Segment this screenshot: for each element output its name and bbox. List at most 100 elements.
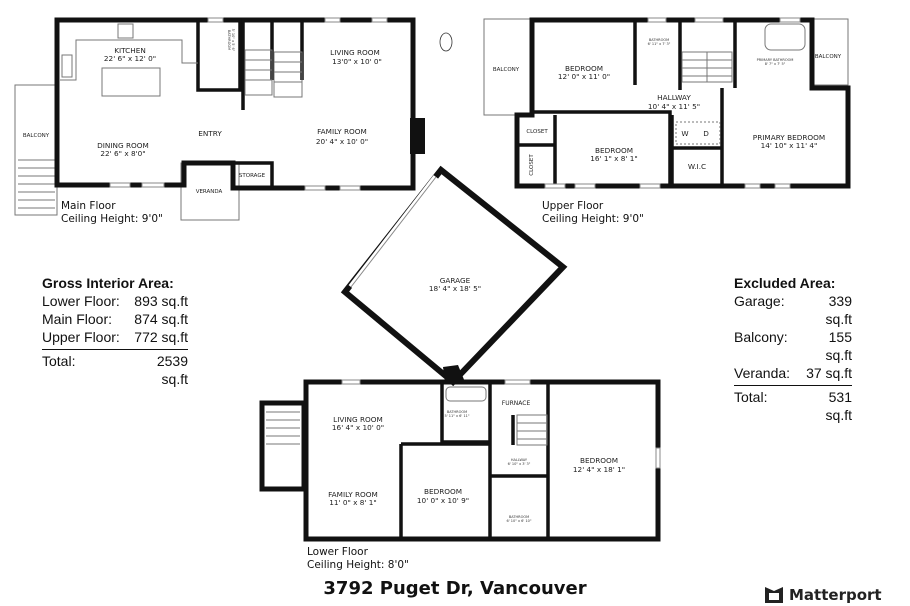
area-row: Main Floor: 874 sq.ft bbox=[42, 310, 188, 328]
lower-floor-plan: LIVING ROOM 16' 4" x 10' 0" FAMILY ROOM … bbox=[259, 379, 661, 571]
room-dims: 10' 0" x 10' 9" bbox=[417, 496, 469, 505]
matterport-logo: Matterport bbox=[765, 586, 882, 604]
room-dims: 20' 4" x 10' 0" bbox=[316, 137, 368, 146]
area-value: 772 sq.ft bbox=[134, 329, 188, 345]
room-label: VERANDA bbox=[196, 189, 223, 195]
room-dims: 22' 6" x 8'0" bbox=[100, 149, 145, 158]
area-value: 2539 sq.ft bbox=[156, 353, 188, 387]
garage-plan: GARAGE 18' 4" x 18' 5" bbox=[340, 165, 568, 387]
upper-floor-plan: BEDROOM 12' 0" x 11' 0" BATHROOM 6' 11" … bbox=[483, 17, 851, 225]
room-label: FAMILY ROOM bbox=[317, 127, 367, 136]
room-label: LIVING ROOM bbox=[330, 48, 380, 57]
room-dims: 16' 4" x 10' 0" bbox=[332, 423, 384, 432]
area-value: 37 sq.ft bbox=[806, 365, 852, 381]
room-dims: 6' 11" x 7' 3" bbox=[648, 42, 671, 46]
area-label: Total: bbox=[734, 389, 768, 405]
area-row: Lower Floor: 893 sq.ft bbox=[42, 292, 188, 310]
ceiling-height: Ceiling Height: 8'0" bbox=[307, 559, 409, 571]
area-row: Balcony: 155 sq.ft bbox=[734, 328, 852, 364]
kitchen-counter bbox=[60, 39, 198, 81]
ceiling-height: Ceiling Height: 9'0" bbox=[542, 213, 644, 225]
divider bbox=[734, 385, 852, 386]
matterport-logo-icon bbox=[765, 587, 783, 603]
floor-label: Lower Floor bbox=[307, 546, 369, 558]
area-label: Total: bbox=[42, 353, 76, 369]
area-label: Veranda: bbox=[734, 365, 791, 381]
room-label: BALCONY bbox=[815, 54, 842, 60]
room-dims: 10' 4" x 11' 5" bbox=[648, 102, 700, 111]
divider bbox=[42, 349, 188, 350]
area-total: Total: 531 sq.ft bbox=[734, 388, 852, 424]
gross-interior-area: Gross Interior Area: Lower Floor: 893 sq.… bbox=[42, 274, 188, 388]
room-label: BEDROOM bbox=[565, 64, 603, 73]
room-label: FURNACE bbox=[502, 400, 531, 407]
room-dims: 6' 10" x 6' 10" bbox=[506, 519, 531, 523]
room-label: ENTRY bbox=[198, 129, 222, 138]
room-label: HALLWAY bbox=[511, 458, 528, 462]
room-dims: 8' 7" x 7' 5" bbox=[765, 62, 786, 66]
room-label: BATHROOM bbox=[509, 515, 529, 519]
area-label: Balcony: bbox=[734, 329, 788, 345]
room-label: GARAGE bbox=[440, 276, 471, 285]
room-label: CLOSET bbox=[526, 129, 548, 135]
room-label: BATHROOM bbox=[227, 30, 231, 50]
area-row: Upper Floor:772 sq.ft bbox=[42, 328, 188, 346]
room-label: PRIMARY BATHROOM bbox=[757, 58, 794, 62]
lower-stairs bbox=[516, 414, 548, 446]
logo-text: Matterport bbox=[789, 586, 882, 604]
room-label: BEDROOM bbox=[424, 487, 462, 496]
area-value: 874 sq.ft bbox=[134, 311, 188, 327]
room-dims: 6' 10" x 3' 3" bbox=[508, 462, 531, 466]
room-dims: 22' 6" x 12' 0" bbox=[104, 54, 156, 63]
room-dims: 18' 4" x 18' 5" bbox=[429, 284, 481, 293]
kitchen-island bbox=[101, 67, 161, 97]
area-label: Garage: bbox=[734, 293, 785, 309]
room-dims: 12' 0" x 11' 0" bbox=[558, 72, 610, 81]
room-dims: 13'0" x 10' 0" bbox=[332, 57, 382, 66]
room-dims: 5' 11" x 6' 11" bbox=[444, 414, 469, 418]
room-label: CLOSET bbox=[529, 154, 535, 176]
room-label: LIVING ROOM bbox=[333, 415, 383, 424]
room-label: PRIMARY BEDROOM bbox=[753, 133, 825, 142]
washer-label: W bbox=[681, 129, 688, 138]
room-dims: 5' 10" x 5' 6" bbox=[231, 29, 235, 52]
main-stairs bbox=[244, 49, 303, 98]
room-label: BEDROOM bbox=[595, 146, 633, 155]
area-title: Gross Interior Area: bbox=[42, 275, 174, 291]
area-value: 155 sq.ft bbox=[825, 329, 852, 363]
excluded-area: Excluded Area: Garage: 339 sq.ft Balcony:… bbox=[734, 274, 852, 424]
room-label: BALCONY bbox=[23, 133, 50, 139]
area-total: Total: 2539 sq.ft bbox=[42, 352, 188, 388]
room-label: FAMILY ROOM bbox=[328, 490, 378, 499]
room-label: BEDROOM bbox=[580, 456, 618, 465]
room-label: BATHROOM bbox=[447, 410, 467, 414]
area-value: 531 sq.ft bbox=[825, 389, 852, 423]
property-address: 3792 Puget Dr, Vancouver bbox=[323, 578, 587, 599]
storage-walls bbox=[231, 161, 274, 190]
room-dims: 11' 0" x 8' 1" bbox=[329, 498, 377, 507]
room-label: W.I.C bbox=[688, 162, 706, 171]
area-label: Lower Floor: bbox=[42, 293, 120, 309]
floor-label: Main Floor bbox=[61, 200, 116, 212]
room-dims: 12' 4" x 18' 1" bbox=[573, 465, 625, 474]
room-label: BATHROOM bbox=[649, 38, 669, 42]
ceiling-height: Ceiling Height: 9'0" bbox=[61, 213, 163, 225]
room-dims: 16' 1" x 8' 1" bbox=[590, 154, 638, 163]
lower-exterior-stairs bbox=[266, 411, 300, 445]
area-value: 339 sq.ft bbox=[825, 293, 852, 327]
main-floor-plan: KITCHEN 22' 6" x 12' 0" DINING ROOM 22' … bbox=[14, 17, 425, 225]
area-row: Veranda: 37 sq.ft bbox=[734, 364, 852, 382]
room-label: STORAGE bbox=[239, 173, 266, 179]
room-label: KITCHEN bbox=[114, 46, 146, 55]
balcony-outline bbox=[14, 84, 58, 216]
area-title: Excluded Area: bbox=[734, 275, 836, 291]
room-label: BALCONY bbox=[493, 67, 520, 73]
area-value: 893 sq.ft bbox=[134, 293, 188, 309]
north-arrow-icon bbox=[439, 32, 453, 52]
area-label: Main Floor: bbox=[42, 311, 113, 327]
room-label: HALLWAY bbox=[657, 93, 691, 102]
balcony-stairs bbox=[18, 159, 55, 209]
sink bbox=[61, 54, 73, 78]
bathtub bbox=[764, 23, 806, 51]
